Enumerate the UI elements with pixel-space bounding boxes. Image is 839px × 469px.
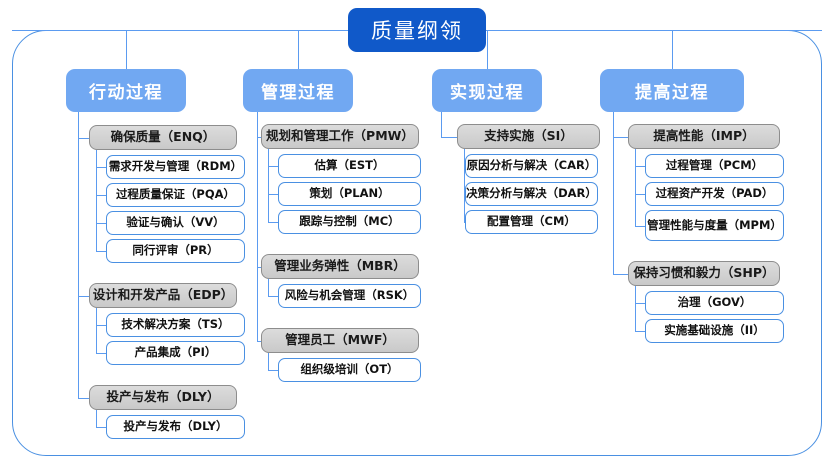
group-node-2-2[interactable]: 管理业务弹性（MBR）: [261, 254, 419, 279]
leaf-node-1-2-2[interactable]: 产品集成（PI）: [106, 341, 245, 365]
connector-horizontal: [486, 30, 822, 32]
connector-horizontal: [268, 296, 278, 298]
column-header-2[interactable]: 管理过程: [243, 69, 353, 112]
leaf-node-3-1-3[interactable]: 配置管理（CM）: [465, 210, 598, 234]
root-title-node: 质量纲领: [348, 8, 486, 52]
group-node-2-3[interactable]: 管理员工（MWF）: [261, 328, 419, 353]
connector-vertical: [635, 149, 637, 226]
connector-horizontal: [464, 222, 465, 224]
leaf-node-1-1-3[interactable]: 验证与确认（VV）: [106, 211, 245, 235]
connector-horizontal: [268, 222, 278, 224]
connector-vertical: [268, 353, 270, 370]
connector-horizontal: [257, 136, 261, 138]
leaf-node-3-1-2[interactable]: 决策分析与解决（DAR）: [465, 182, 598, 206]
connector-vertical: [78, 112, 80, 398]
connector-horizontal: [96, 195, 106, 197]
column-header-4[interactable]: 提高过程: [600, 69, 744, 112]
leaf-node-4-1-3[interactable]: 管理性能与度量（MPM）: [645, 210, 784, 241]
connector-horizontal: [96, 427, 106, 429]
connector-horizontal: [613, 273, 628, 275]
leaf-node-1-1-4[interactable]: 同行评审（PR）: [106, 239, 245, 263]
leaf-node-4-1-1[interactable]: 过程管理（PCM）: [645, 154, 784, 178]
connector-vertical: [96, 150, 98, 251]
connector-horizontal: [635, 194, 645, 196]
connector-horizontal: [268, 166, 278, 168]
group-node-1-3[interactable]: 投产与发布（DLY）: [89, 385, 237, 410]
connector-vertical: [96, 410, 98, 427]
connector-vertical: [298, 30, 300, 69]
connector-vertical: [672, 30, 674, 69]
connector-horizontal: [268, 370, 278, 372]
leaf-node-4-1-2[interactable]: 过程资产开发（PAD）: [645, 182, 784, 206]
leaf-node-3-1-1[interactable]: 原因分析与解决（CAR）: [465, 154, 598, 178]
leaf-node-2-2-1[interactable]: 风险与机会管理（RSK）: [278, 284, 421, 308]
connector-vertical: [268, 279, 270, 296]
connector-horizontal: [257, 266, 261, 268]
group-node-1-1[interactable]: 确保质量（ENQ）: [89, 125, 237, 150]
connector-horizontal: [268, 194, 278, 196]
connector-vertical: [441, 112, 443, 137]
connector-horizontal: [78, 137, 89, 139]
connector-vertical: [257, 112, 259, 341]
group-node-3-1[interactable]: 支持实施（SI）: [457, 124, 600, 149]
connector-horizontal: [96, 223, 106, 225]
group-node-2-1[interactable]: 规划和管理工作（PMW）: [261, 124, 419, 149]
leaf-node-2-3-1[interactable]: 组织级培训（OT）: [278, 358, 421, 382]
column-header-3[interactable]: 实现过程: [432, 69, 542, 112]
connector-vertical: [96, 308, 98, 353]
connector-horizontal: [441, 136, 457, 138]
connector-horizontal: [12, 30, 348, 32]
connector-vertical: [268, 149, 270, 222]
connector-vertical: [613, 112, 615, 274]
connector-horizontal: [96, 251, 106, 253]
leaf-node-4-2-1[interactable]: 治理（GOV）: [645, 291, 784, 315]
group-node-1-2[interactable]: 设计和开发产品（EDP）: [89, 283, 237, 308]
connector-horizontal: [96, 167, 106, 169]
leaf-node-1-1-1[interactable]: 需求开发与管理（RDM）: [106, 155, 245, 179]
connector-horizontal: [635, 225, 645, 227]
column-header-1[interactable]: 行动过程: [66, 69, 186, 112]
connector-horizontal: [78, 397, 89, 399]
connector-horizontal: [635, 331, 645, 333]
connector-vertical: [487, 30, 489, 69]
leaf-node-1-1-2[interactable]: 过程质量保证（PQA）: [106, 183, 245, 207]
connector-horizontal: [635, 166, 645, 168]
connector-horizontal: [96, 353, 106, 355]
leaf-node-2-1-1[interactable]: 估算（EST）: [278, 154, 421, 178]
leaf-node-4-2-2[interactable]: 实施基础设施（II）: [645, 319, 784, 343]
group-node-4-1[interactable]: 提高性能（IMP）: [628, 124, 780, 149]
connector-horizontal: [96, 325, 106, 327]
connector-horizontal: [78, 295, 89, 297]
leaf-node-1-3-1[interactable]: 投产与发布（DLY）: [106, 415, 245, 439]
connector-horizontal: [257, 340, 261, 342]
connector-vertical: [126, 30, 128, 69]
connector-horizontal: [613, 136, 628, 138]
group-node-4-2[interactable]: 保持习惯和毅力（SHP）: [628, 261, 780, 286]
leaf-node-2-1-3[interactable]: 跟踪与控制（MC）: [278, 210, 421, 234]
connector-vertical: [635, 286, 637, 331]
leaf-node-2-1-2[interactable]: 策划（PLAN）: [278, 182, 421, 206]
leaf-node-1-2-1[interactable]: 技术解决方案（TS）: [106, 313, 245, 337]
connector-horizontal: [635, 303, 645, 305]
connector-vertical: [464, 149, 466, 222]
